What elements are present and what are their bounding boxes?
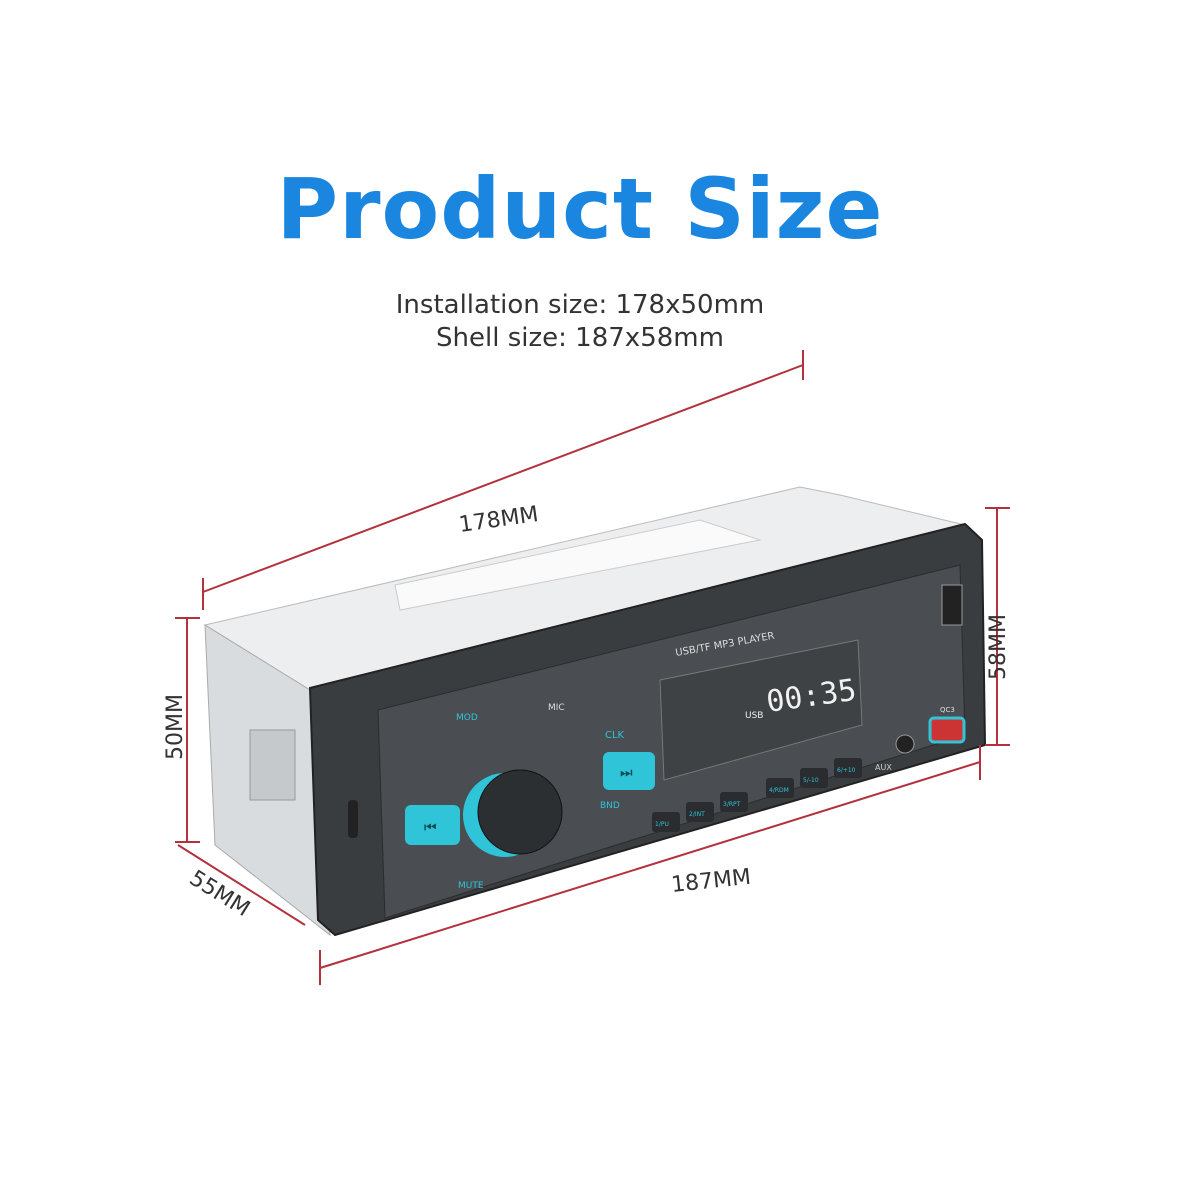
next-button[interactable] (603, 752, 655, 790)
installation-size: Installation size: 178x50mm (395, 290, 765, 320)
shell-size: Shell size: 187x58mm (436, 323, 724, 353)
dimension-187: 187MM (670, 865, 752, 898)
qc-label: QC3 (940, 706, 955, 714)
preset-button[interactable] (766, 778, 794, 798)
volume-knob[interactable] (477, 769, 563, 855)
clk-label: CLK (605, 730, 625, 741)
prev-icon: ⏮ (424, 820, 437, 836)
preset-label: 2/INT (689, 811, 705, 818)
aux-jack[interactable] (895, 734, 915, 754)
dimension-58: 58MM (986, 614, 1011, 680)
preset-label: 6/+10 (837, 767, 856, 774)
page-title: Product Size (276, 160, 884, 258)
usb-c-port (348, 800, 358, 838)
dimension-lines (175, 350, 1010, 985)
display-source: USB (745, 711, 763, 721)
dimension-178: 178MM (457, 502, 540, 538)
mode-label: MOD (456, 713, 478, 723)
preset-button[interactable] (800, 768, 828, 788)
display (659, 639, 863, 781)
preset-label: 3/RPT (723, 801, 741, 808)
preset-buttons: 1/PU 2/INT 3/RPT 4/RDM 5/-10 6/+10 (652, 758, 862, 832)
aux-label: AUX (875, 763, 892, 772)
preset-button[interactable] (834, 758, 862, 778)
preset-button[interactable] (720, 792, 748, 812)
preset-button[interactable] (686, 802, 714, 822)
dimension-55: 55MM (185, 866, 254, 922)
mute-label: MUTE (458, 881, 484, 891)
preset-label: 1/PU (655, 821, 669, 828)
preset-label: 5/-10 (803, 777, 819, 784)
qc-usb-port[interactable] (928, 716, 966, 744)
chassis-label (394, 519, 762, 611)
prev-button[interactable] (405, 805, 460, 845)
bnd-label: BND (600, 801, 620, 811)
dimension-50: 50MM (163, 694, 188, 760)
usb-port[interactable] (941, 584, 963, 626)
preset-label: 4/RDM (769, 787, 789, 794)
preset-button[interactable] (652, 812, 680, 832)
mic-label: MIC (548, 703, 565, 713)
next-icon: ⏭ (620, 765, 633, 781)
